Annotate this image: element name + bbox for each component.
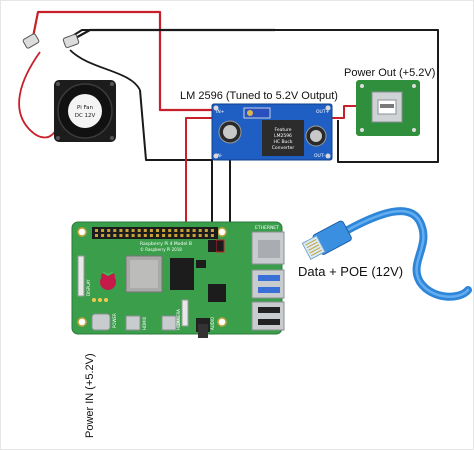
gpio-pin bbox=[107, 234, 111, 237]
pi-audio-label: AUDIO bbox=[210, 317, 215, 330]
gpio-pin bbox=[192, 229, 196, 232]
gpio-pin bbox=[168, 229, 172, 232]
gpio-pin bbox=[125, 229, 129, 232]
gpio-connector-red bbox=[215, 239, 225, 253]
gpio-pin bbox=[186, 234, 190, 237]
gpio-pin bbox=[149, 229, 153, 232]
gpio-pin bbox=[131, 229, 135, 232]
buck-out-plus: OUT+ bbox=[316, 109, 330, 115]
buck-out-minus: OUT- bbox=[314, 153, 325, 159]
pi-hdmi1-port bbox=[161, 315, 177, 331]
buck-chip-line4: Converter bbox=[272, 145, 295, 151]
pi-model-line2: © Raspberry Pi 2018 bbox=[140, 247, 182, 252]
pi-usb3-port bbox=[251, 269, 285, 299]
fan-lead-black bbox=[69, 49, 141, 91]
pi-hdmi0-port bbox=[125, 315, 141, 331]
fan-label-line2: DC 12V bbox=[75, 113, 96, 119]
gpio-pin bbox=[119, 229, 123, 232]
gpio-pin bbox=[198, 229, 202, 232]
buck-in-minus: IN- bbox=[216, 153, 223, 159]
pi-power-port bbox=[91, 313, 111, 331]
fan-connector-2 bbox=[62, 33, 80, 49]
gpio-pin bbox=[113, 229, 117, 232]
gpio-pin bbox=[119, 234, 123, 237]
gpio-pin bbox=[174, 234, 178, 237]
gpio-pin bbox=[95, 229, 98, 232]
ethernet-cable bbox=[301, 207, 472, 301]
pi-model-line1: Raspberry Pi 4 Model B bbox=[140, 241, 192, 247]
gpio-pin bbox=[137, 234, 141, 237]
gpio-pin bbox=[174, 229, 178, 232]
buck-chip-line1: Feature bbox=[274, 127, 291, 133]
pi-usb2-port bbox=[251, 301, 285, 331]
buck-chip-line3: HC Buck bbox=[274, 139, 293, 145]
power-out-label: Power Out (+5.2V) bbox=[344, 67, 436, 79]
gpio-pin bbox=[137, 229, 141, 232]
gpio-pin bbox=[101, 229, 105, 232]
gpio-pin bbox=[143, 234, 147, 237]
gpio-pin bbox=[113, 234, 117, 237]
wire-red-buck-to-out bbox=[330, 105, 358, 119]
gpio-pin bbox=[186, 229, 190, 232]
power-out-usb-board bbox=[356, 80, 420, 136]
gpio-pin bbox=[204, 229, 208, 232]
buck-in-plus: IN+ bbox=[216, 109, 225, 115]
pi-display-label: DISPLAY bbox=[86, 279, 91, 296]
buck-converter-module: Feature LM2596 HC Buck Converter IN+ IN-… bbox=[211, 103, 333, 161]
gpio-pin bbox=[107, 229, 111, 232]
buck-chip-line2: LM2596 bbox=[274, 133, 292, 139]
power-in-label: Power IN (+5.2V) bbox=[84, 353, 96, 438]
pi-ethernet-label: ETHERNET bbox=[255, 225, 279, 231]
gpio-pin bbox=[180, 234, 184, 237]
gpio-pin bbox=[192, 234, 196, 237]
data-poe-label: Data + POE (12V) bbox=[298, 264, 404, 279]
gpio-pin bbox=[156, 229, 159, 232]
fan-lead-red bbox=[18, 51, 57, 139]
fan-label-line1: Pi Fan bbox=[77, 105, 94, 111]
gpio-pin bbox=[210, 234, 214, 237]
gpio-connector-black bbox=[208, 240, 216, 252]
buck-converter-label: LM 2596 (Tuned to 5.2V Output) bbox=[180, 90, 338, 102]
gpio-pin bbox=[198, 234, 202, 237]
pi-fan: Pi Fan DC 12V bbox=[54, 80, 116, 142]
gpio-header bbox=[92, 227, 218, 239]
wire-black-fan-to-gpio bbox=[139, 89, 213, 250]
gpio-pin bbox=[162, 229, 166, 232]
gpio-pin bbox=[101, 234, 105, 237]
gpio-pin bbox=[180, 229, 184, 232]
gpio-pin bbox=[156, 234, 159, 237]
pi-camera-label: CAMERA bbox=[176, 309, 181, 326]
pi-hdmi0-label: HDMI0 bbox=[142, 316, 147, 330]
gpio-pin bbox=[125, 234, 129, 237]
gpio-pin bbox=[204, 234, 208, 237]
gpio-pin bbox=[131, 234, 135, 237]
fan-connector-1 bbox=[22, 33, 40, 49]
gpio-pin bbox=[210, 229, 214, 232]
gpio-pin bbox=[95, 234, 98, 237]
wire-red-fan-to-buck bbox=[30, 10, 212, 112]
gpio-pin bbox=[168, 234, 172, 237]
raspberry-pi-board: Raspberry Pi 4 Model B © Raspberry Pi 20… bbox=[71, 221, 285, 338]
pi-hdmi1-label: HDMI1 bbox=[176, 316, 181, 330]
wire-black-fan-to-out bbox=[71, 28, 275, 41]
wire-black-top-run bbox=[65, 29, 439, 163]
gpio-pin bbox=[162, 234, 166, 237]
gpio-pin bbox=[149, 234, 153, 237]
pi-power-label: POWER bbox=[112, 313, 117, 328]
gpio-pin bbox=[143, 229, 147, 232]
